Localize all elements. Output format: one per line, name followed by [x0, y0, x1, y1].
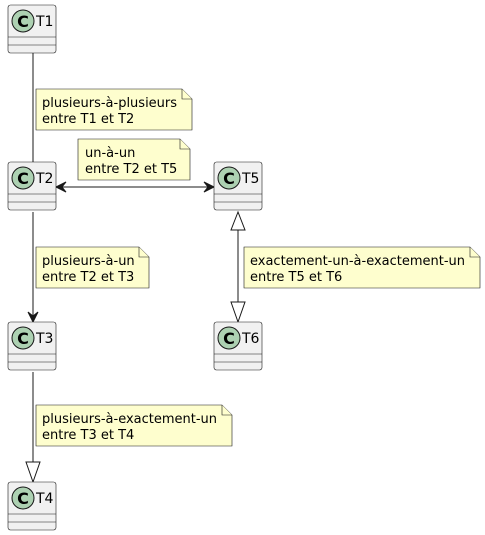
class-t5[interactable]: C T5 [213, 161, 263, 211]
note-t3-t4: plusieurs-à-exactement-un entre T3 et T4 [35, 404, 233, 447]
arrow-head-t3 [27, 311, 39, 324]
class-badge-icon [11, 166, 35, 190]
note-line: plusieurs-à-plusieurs [42, 96, 177, 111]
note-t2-t5: un-à-un entre T2 et T5 [77, 138, 191, 181]
class-name-t2: T2 [35, 171, 53, 187]
hollow-triangle-t6 [230, 301, 246, 324]
class-badge-icon [11, 9, 35, 33]
class-t2[interactable]: C T2 [7, 161, 57, 211]
class-t6[interactable]: C T6 [213, 321, 263, 371]
note-t5-t6: exactement-un-à-exactement-un entre T5 e… [243, 246, 481, 289]
note-line: entre T2 et T5 [85, 162, 177, 177]
note-t2-t3: plusieurs-à-un entre T2 et T3 [35, 246, 150, 289]
note-line: entre T2 et T3 [42, 270, 134, 285]
note-line: entre T5 et T6 [250, 270, 342, 285]
class-badge-letter: C [17, 169, 29, 188]
arrow-head-t2 [54, 181, 67, 193]
class-badge-letter: C [223, 329, 235, 348]
class-name-t6: T6 [241, 331, 260, 347]
class-badge-icon [11, 486, 35, 510]
class-name-t5: T5 [241, 171, 259, 187]
class-name-t1: T1 [35, 14, 53, 30]
class-t4[interactable]: C T4 [7, 481, 57, 531]
class-name-t4: T4 [35, 491, 54, 507]
note-line: entre T1 et T2 [42, 112, 134, 127]
class-badge-letter: C [223, 169, 235, 188]
hollow-triangle-t5 [230, 210, 246, 231]
note-t1-t2: plusieurs-à-plusieurs entre T1 et T2 [35, 88, 193, 131]
class-badge-icon [217, 166, 241, 190]
note-line: entre T3 et T4 [42, 428, 134, 443]
class-t3[interactable]: C T3 [7, 321, 57, 371]
class-badge-icon [11, 326, 35, 350]
note-line: exactement-un-à-exactement-un [250, 254, 465, 269]
class-badge-letter: C [17, 489, 29, 508]
class-badge-icon [217, 326, 241, 350]
class-badge-letter: C [17, 329, 29, 348]
class-t1[interactable]: C T1 [7, 4, 57, 54]
arrow-head-t5 [203, 181, 216, 193]
note-line: plusieurs-à-un [42, 254, 135, 269]
note-line: plusieurs-à-exactement-un [42, 412, 217, 427]
class-badge-letter: C [17, 12, 29, 31]
note-line: un-à-un [85, 146, 135, 161]
hollow-triangle-t4 [25, 461, 41, 484]
class-name-t3: T3 [35, 331, 53, 347]
